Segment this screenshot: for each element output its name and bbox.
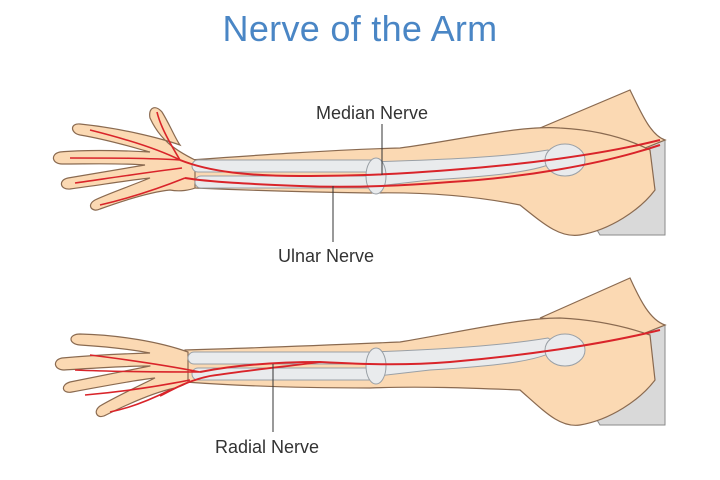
median-nerve-label: Median Nerve xyxy=(316,103,429,123)
top-median-nerve xyxy=(179,139,661,178)
top-ulnar-nerve xyxy=(184,144,661,188)
bottom-hand xyxy=(54,333,189,418)
bottom-shoulder-joint xyxy=(544,333,586,367)
bottom-radial-nerve xyxy=(199,329,661,373)
top-elbow-joint xyxy=(365,157,387,195)
ulnar-nerve-label: Ulnar Nerve xyxy=(278,246,375,266)
bottom-hand-nerves xyxy=(74,354,201,413)
diagram-title: Nerve of the Arm xyxy=(222,8,498,49)
bottom-arm xyxy=(54,277,667,432)
top-hand-nerves xyxy=(69,111,186,206)
radial-nerve-label: Radial Nerve xyxy=(215,437,320,457)
top-arm xyxy=(52,89,667,242)
bottom-radial-branch xyxy=(159,361,321,397)
bottom-elbow-joint xyxy=(365,347,387,385)
